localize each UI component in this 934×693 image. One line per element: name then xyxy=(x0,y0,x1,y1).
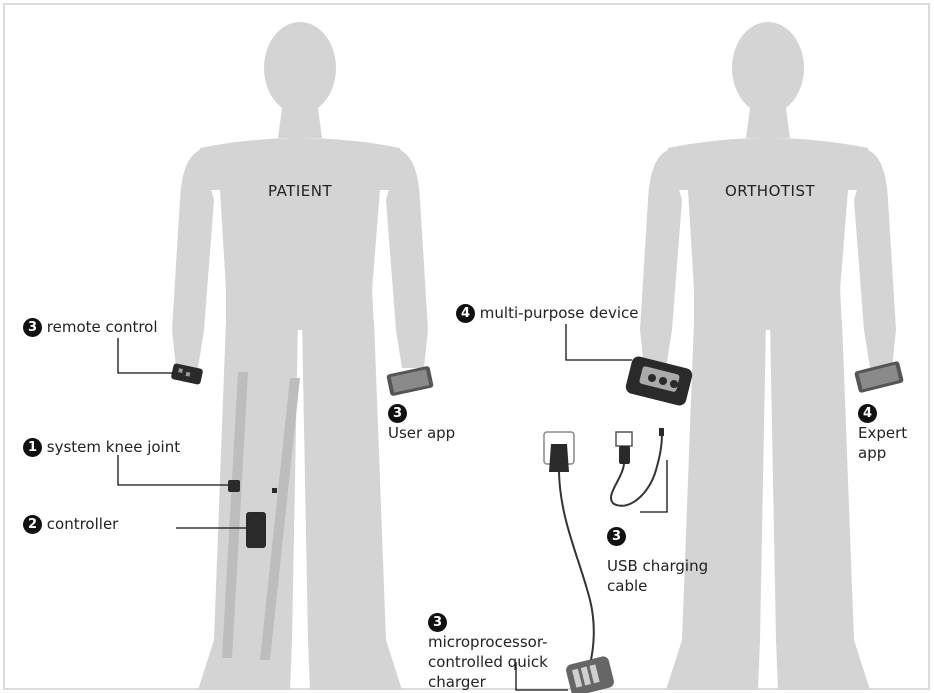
phone-user-app xyxy=(386,366,434,397)
orthotist-title: ORTHOTIST xyxy=(725,182,815,200)
callout-multi-purpose-device: 4 multi-purpose device xyxy=(456,303,639,323)
patient-silhouette xyxy=(172,22,428,690)
callout-number: 3 xyxy=(23,318,42,337)
callout-text: User app xyxy=(388,424,455,442)
patient-title: PATIENT xyxy=(268,182,332,200)
callout-number: 2 xyxy=(23,515,42,534)
callout-quick-charger: 3 microprocessor-controlled quick charge… xyxy=(428,612,548,692)
callout-number: 3 xyxy=(428,613,447,632)
callout-text: microprocessor-controlled quick charger xyxy=(428,633,548,691)
callout-text: system knee joint xyxy=(47,438,180,456)
callout-user-app: 3 User app xyxy=(388,403,468,443)
quick-charger xyxy=(565,655,615,693)
callout-usb-charging-cable: 3 USB charging cable xyxy=(607,526,737,596)
callout-text: multi-purpose device xyxy=(480,304,639,322)
callout-number: 1 xyxy=(23,438,42,457)
callout-number: 3 xyxy=(388,404,407,423)
callout-number: 3 xyxy=(607,527,626,546)
callout-text: controller xyxy=(47,515,119,533)
callout-text: Expert app xyxy=(858,424,907,462)
knee-joint-marker xyxy=(228,480,240,492)
wall-charger xyxy=(544,432,594,664)
usb-cable xyxy=(611,428,664,506)
remote-control-device xyxy=(171,363,204,385)
callout-controller: 2 controller xyxy=(23,514,118,534)
callout-text: USB charging cable xyxy=(607,556,737,596)
callout-remote-control: 3 remote control xyxy=(23,317,158,337)
callout-number: 4 xyxy=(858,404,877,423)
callout-text: remote control xyxy=(47,318,158,336)
multi-purpose-device xyxy=(624,355,693,407)
callout-system-knee-joint: 1 system knee joint xyxy=(23,437,180,457)
callout-expert-app: 4 Expert app xyxy=(858,403,918,463)
callout-number: 4 xyxy=(456,304,475,323)
